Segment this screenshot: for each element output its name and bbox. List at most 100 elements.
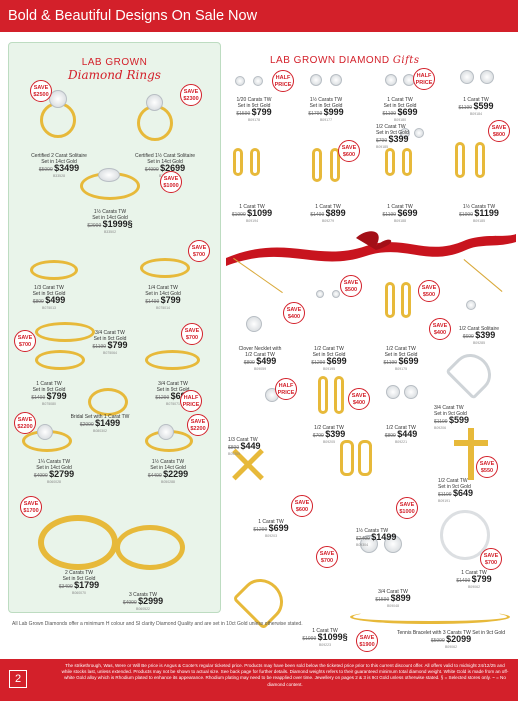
product-code: B09184 <box>469 112 483 116</box>
save-badge: SAVE $1000 <box>160 171 182 193</box>
ring-image <box>140 258 190 278</box>
now-price: $599 <box>473 101 494 111</box>
product-name: 1/2 Carat TW <box>314 425 344 431</box>
was-price: $2999 <box>87 223 102 229</box>
product-name: 1/2 Carat TW <box>386 425 416 431</box>
save-badge: SAVE $400 <box>348 388 370 410</box>
product-name: 1/2 Carat TW <box>386 346 416 352</box>
was-price: $1299 <box>155 395 170 401</box>
diamond-image <box>146 94 163 111</box>
product-code: B050288 <box>160 480 175 484</box>
product-name: 1 Carat TW <box>312 628 338 634</box>
now-price: $699 <box>397 208 418 218</box>
save-badge: SAVE $400 <box>283 302 305 324</box>
page-number: 2 <box>9 670 27 688</box>
was-price: $1299 <box>311 360 326 366</box>
drop-earring-image <box>401 282 411 318</box>
product-code: B09304 <box>356 543 369 547</box>
was-price: $699 <box>462 334 474 340</box>
now-price: $1099 <box>247 208 273 218</box>
gifts-title-text: LAB GROWN DIAMOND <box>270 55 390 66</box>
save-badge: SAVE $550 <box>476 456 498 478</box>
hoop-earring-image <box>340 440 354 476</box>
was-price: $1999 <box>459 212 473 218</box>
product-code: B09194 <box>245 219 259 223</box>
footer-bar <box>0 659 518 701</box>
half-price-badge: HALF PRICE <box>275 378 297 400</box>
tennis-bracelet-image <box>350 610 510 624</box>
half-price-badge: HALF PRICE <box>413 68 435 90</box>
ring-image <box>88 388 128 416</box>
product-name: 1/2 Carat TW <box>376 124 406 130</box>
now-price: $2299 <box>163 469 189 479</box>
product-code: B075013 <box>41 306 56 310</box>
now-price: $1499 <box>371 532 397 542</box>
save-badge: SAVE $700 <box>480 548 502 570</box>
product-code: B060028 <box>46 480 61 484</box>
save-badge: SAVE $500 <box>418 280 440 302</box>
header-title: Bold & Beautiful Designs On Sale Now <box>8 8 258 24</box>
save-badge: SAVE $800 <box>488 120 510 142</box>
save-badge: SAVE $400 <box>429 318 451 340</box>
was-price: $1199 <box>438 492 452 498</box>
product-name: 1/3 Carat TW <box>228 437 258 443</box>
product-name: 1¼ Carats TW <box>37 459 71 465</box>
pendant-image <box>246 316 262 332</box>
now-price: $999 <box>323 107 344 117</box>
product-name: 1 Carat TW <box>258 519 284 525</box>
was-price: $1199 <box>382 111 397 117</box>
footnote: All Lab Grown Diamonds offer a minimum H… <box>12 621 303 627</box>
save-badge: SAVE $700 <box>316 546 338 568</box>
now-price: $499 <box>45 295 66 305</box>
product-name: Certified 2 Carat Solitaire <box>31 153 87 159</box>
product-sub: Set in 9ct Gold <box>434 411 467 417</box>
earring-image <box>330 74 342 86</box>
save-badge: SAVE $600 <box>291 495 313 517</box>
now-price: $699 <box>398 356 419 366</box>
now-price: $399 <box>388 134 409 144</box>
now-price: $699 <box>397 107 418 117</box>
earring-image <box>404 385 418 399</box>
now-price: $799 <box>471 574 492 584</box>
product-code: B09223 <box>318 643 332 647</box>
now-price: $2999 <box>138 596 164 606</box>
product-sub: Set in 9ct Gold <box>384 352 418 358</box>
now-price: $699 <box>326 356 347 366</box>
product-sub: Set in 14ct Gold <box>150 465 186 471</box>
product-name: 1/2 Carat TW <box>438 478 468 484</box>
product-name: 3 Carats TW <box>129 592 157 598</box>
earring-image <box>332 290 340 298</box>
product-name: 3/4 Carat TW <box>158 381 188 387</box>
ring-image <box>30 260 78 280</box>
ring-image <box>35 350 85 370</box>
now-price: $2099 <box>446 634 472 644</box>
product-name: 1 Carat TW <box>387 97 413 103</box>
now-price: $2699 <box>160 163 186 173</box>
now-price: $599 <box>448 415 469 425</box>
now-price: $899 <box>390 593 411 603</box>
cross-pendant-image <box>454 440 488 446</box>
drop-earring-image <box>334 376 344 414</box>
hoop-earring-image <box>475 142 485 178</box>
save-badge: SAVE $1000 <box>396 497 418 519</box>
product-label: Tennis Bracelet with 3 Carats TW Set in … <box>386 630 516 650</box>
earring-image <box>460 70 474 84</box>
product-sub: Set in 9ct Gold <box>62 576 96 582</box>
now-price: $699 <box>268 523 289 533</box>
